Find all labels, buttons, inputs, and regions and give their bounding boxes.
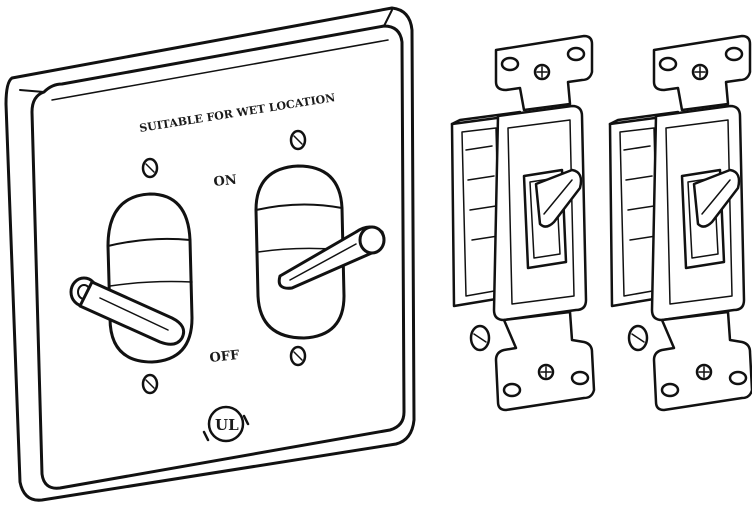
plate-screw-hole — [141, 157, 159, 179]
terminal-screw — [627, 324, 649, 352]
ul-mark-letters: UL — [215, 416, 239, 434]
left-lever — [69, 276, 186, 346]
toggle-switch-2 — [608, 34, 752, 412]
toggle-switch-1 — [450, 34, 596, 412]
on-label: ON — [213, 173, 238, 190]
ul-certification-mark: UL — [202, 405, 250, 443]
right-switch-cover — [254, 164, 346, 340]
plate-screw-hole — [141, 373, 159, 395]
plate-screw-hole — [289, 345, 307, 367]
terminal-screw — [469, 324, 491, 352]
off-label: OFF — [209, 348, 241, 366]
right-lever — [277, 225, 386, 290]
plate-screw-hole — [289, 129, 307, 151]
wall-plate: SUITABLE FOR WET LOCATION ON OFF UL — [4, 6, 416, 502]
